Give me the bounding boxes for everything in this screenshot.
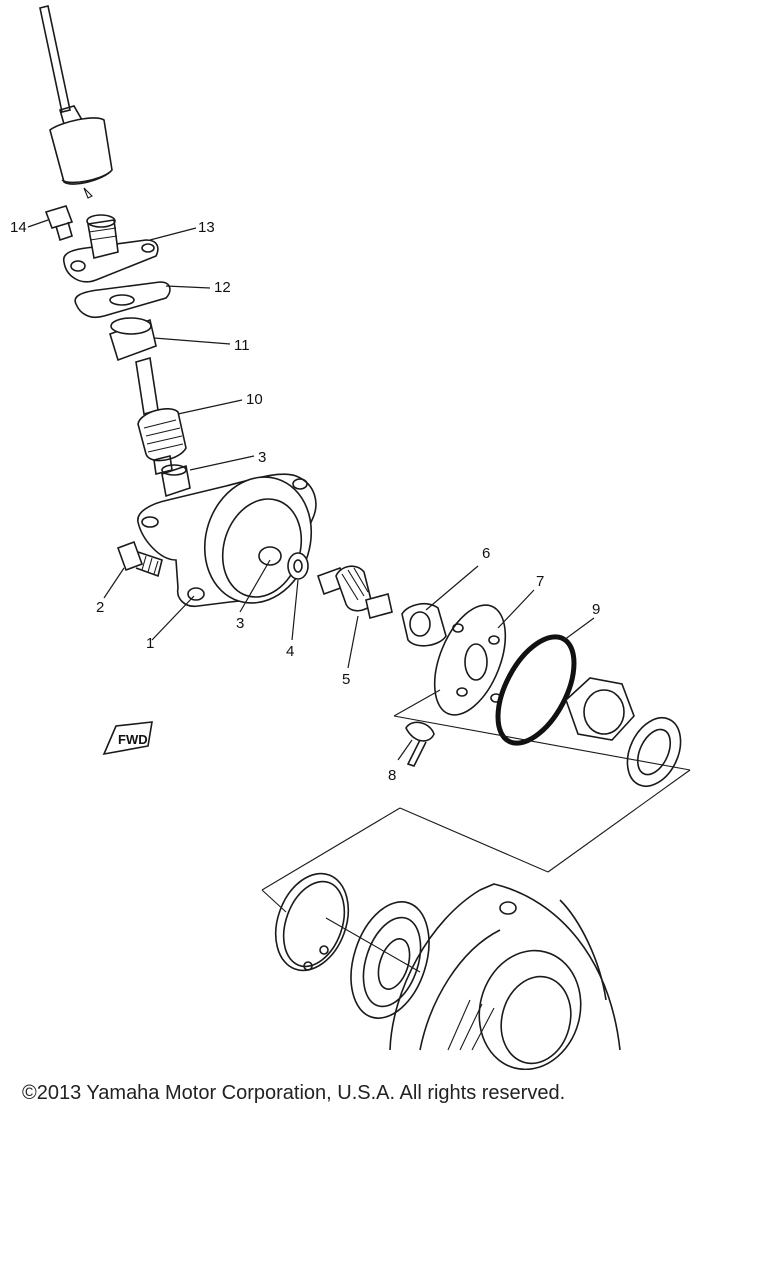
- part-8-screw: [393, 689, 441, 767]
- callout-5: 5: [342, 671, 350, 688]
- callout-9: 9: [592, 601, 600, 618]
- part-9-o-ring: [495, 617, 595, 746]
- callout-3-lower: 3: [236, 615, 244, 632]
- part-10-driven-gear: [135, 356, 243, 475]
- part-6-collar: [401, 565, 479, 647]
- callout-8: 8: [388, 767, 396, 784]
- speedometer-cable: [39, 5, 113, 199]
- part-14-bolt: [27, 205, 74, 242]
- assembly-bracket-lines: [261, 715, 691, 891]
- callout-3-upper: 3: [258, 449, 266, 466]
- callout-1: 1: [146, 635, 154, 652]
- bearing: [325, 901, 430, 1019]
- part-12-gasket: [74, 281, 211, 319]
- callout-13: 13: [198, 219, 215, 236]
- callout-4: 4: [286, 643, 294, 660]
- part-4-washer: [287, 552, 309, 641]
- part-1-gear-housing: [137, 473, 317, 641]
- part-3-lower-leader: [239, 559, 271, 613]
- nut-and-washer: [565, 677, 682, 787]
- copyright-notice: ©2013 Yamaha Motor Corporation, U.S.A. A…: [22, 1082, 566, 1104]
- callout-2: 2: [96, 599, 104, 616]
- wheel-hub: [261, 883, 621, 1070]
- exploded-parts-diagram: FWD 1 2 3 3 4 5 6 7 8 9 10 11 12 13 14: [10, 5, 691, 1070]
- callout-12: 12: [214, 279, 231, 296]
- fwd-arrow: FWD: [102, 721, 153, 756]
- callout-7: 7: [536, 573, 544, 590]
- callout-10: 10: [246, 391, 263, 408]
- part-7-plate: [433, 589, 535, 716]
- circlip: [274, 872, 350, 972]
- callout-6: 6: [482, 545, 490, 562]
- callout-14: 14: [10, 219, 27, 236]
- part-5-drive-gear: [316, 565, 393, 669]
- part-11-bushing: [109, 317, 231, 362]
- part-2-bolt: [103, 540, 163, 599]
- part-3-upper-bushing: [161, 455, 255, 498]
- part-13-cable-fitting: [62, 214, 197, 283]
- callout-11: 11: [234, 337, 250, 354]
- fwd-label: FWD: [118, 732, 148, 747]
